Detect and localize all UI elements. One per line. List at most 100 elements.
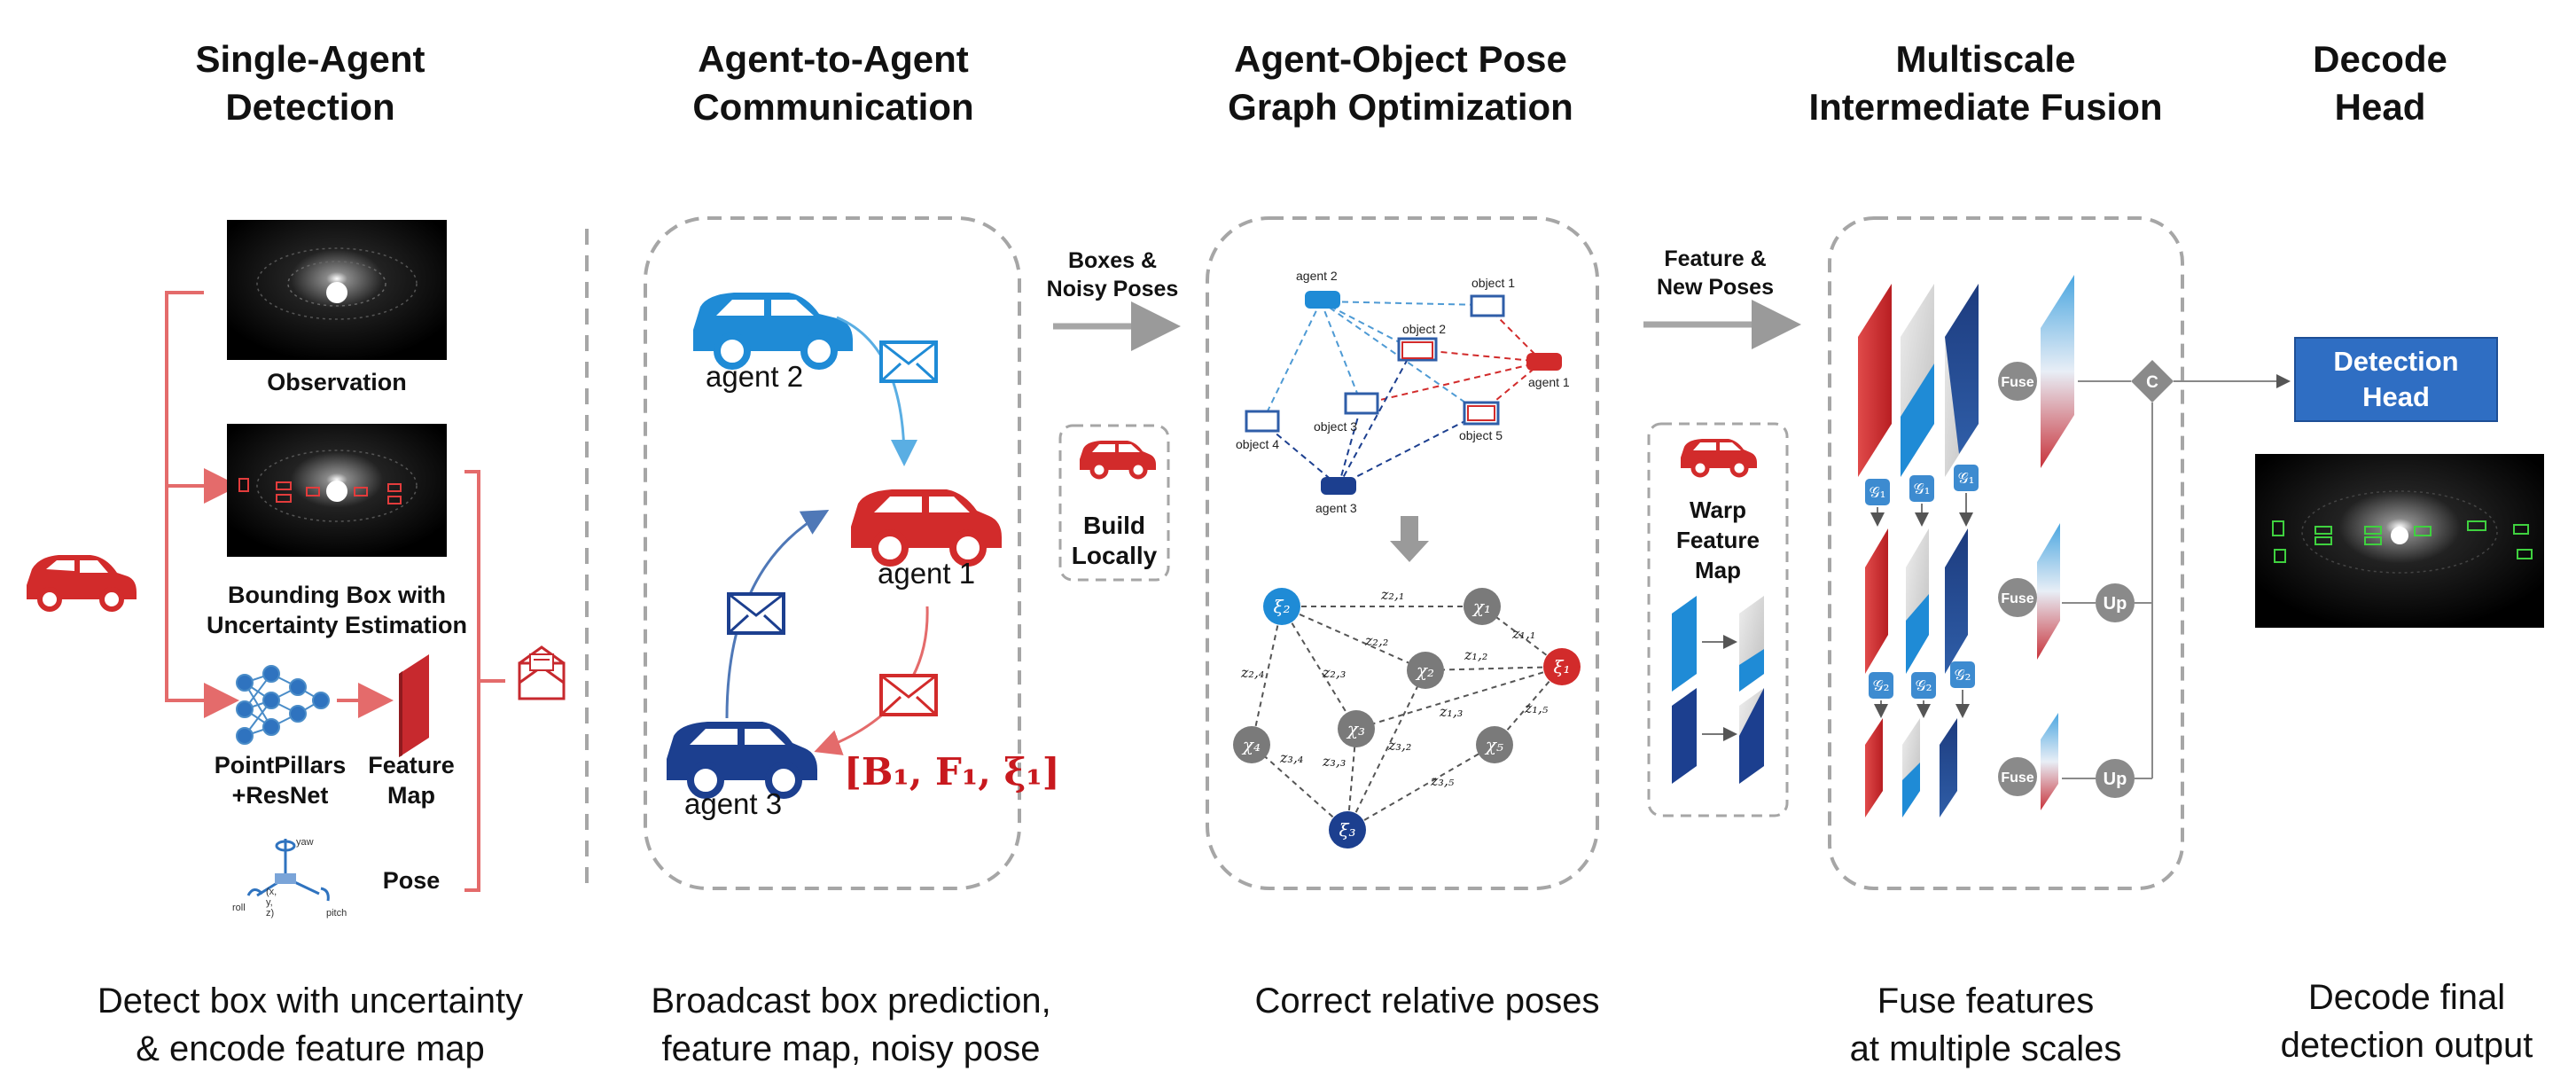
title-line: Agent-Object Pose [1234, 38, 1567, 80]
title-line: Detection [225, 86, 395, 128]
caption-single-agent: Detect box with uncertainty & encode fea… [53, 977, 567, 1073]
factor-node-labels: ξ₂ χ₁ ξ₁ χ₂ χ₃ χ₄ χ₅ ξ₃ [1241, 596, 1571, 841]
title-line: Single-Agent [195, 38, 425, 80]
node-label: χ₂ [1415, 660, 1434, 681]
caption-line: Correct relative poses [1254, 981, 1600, 1021]
g-label: 𝒢₂ [1955, 667, 1971, 684]
stage-title-single-agent: Single-Agent Detection [168, 35, 452, 131]
scene-objects [1245, 291, 1562, 495]
fusion-level-2 [1865, 523, 2060, 674]
caption-line: feature map, noisy pose [661, 1029, 1041, 1068]
message-envelope-icon [879, 340, 938, 383]
title-line: Intermediate Fusion [1808, 86, 2163, 128]
detection-head-box: Detection Head [2294, 337, 2498, 422]
scene-label: object 4 [1236, 437, 1279, 451]
warp-text: Warp [1689, 497, 1747, 523]
bounding-box-lidar-image [227, 424, 447, 557]
build-locally-label: Build Locally [1062, 511, 1167, 571]
detection-head-text: Head [2362, 381, 2430, 412]
boxes-noisy-label: Boxes & Noisy Poses [1037, 246, 1188, 303]
agent1-label: agent 1 [878, 557, 976, 590]
observation-label: Observation [204, 367, 470, 397]
edge-label: z₃,₃ [1322, 753, 1346, 770]
fusion-level-3 [1865, 713, 2058, 817]
edge-label: z₂,₃ [1322, 664, 1346, 681]
warp-slabs-icon [1672, 596, 1764, 784]
edge-label: z₁,₂ [1464, 646, 1487, 663]
message-tuple: [B₁, F₁, ξ₁] [844, 750, 1060, 794]
fuse-label: Fuse [2001, 770, 2033, 786]
pose-graph-panel [1206, 216, 1599, 890]
network-label: PointPillars +ResNet [200, 750, 360, 810]
caption-line: at multiple scales [1849, 1029, 2122, 1068]
node-label: χ₄ [1241, 734, 1261, 755]
build-car-icon [1080, 441, 1156, 480]
fuse-labels: Fuse Fuse Fuse Up Up C [2001, 373, 2158, 789]
build-text: Build [1083, 512, 1145, 539]
edge-label: z₂,₁ [1380, 586, 1404, 603]
detection-head-text: Detection [2333, 346, 2459, 377]
caption-line: & encode feature map [136, 1029, 485, 1068]
envelope-open-icon [518, 645, 566, 700]
up-label: Up [2104, 594, 2127, 614]
caption-line: Decode final [2307, 978, 2506, 1017]
pose-axis-label: (x, y, z) [266, 887, 277, 919]
node-label: χ₃ [1346, 718, 1365, 739]
title-line: Graph Optimization [1228, 86, 1573, 128]
ego-car-icon [27, 555, 137, 612]
stage-title-pose-graph: Agent-Object Pose Graph Optimization [1206, 35, 1596, 131]
edge-label: z₁,₃ [1439, 703, 1463, 720]
title-line: Multiscale [1895, 38, 2076, 80]
scene-label: agent 1 [1528, 375, 1570, 389]
fusion-panel [1828, 216, 2184, 890]
warp-label: Warp Feature Map [1651, 495, 1785, 585]
edge-label: z₃,₅ [1430, 772, 1455, 789]
observation-text: Observation [267, 369, 407, 395]
warp-text: Feature [1676, 527, 1760, 553]
g-label: 𝒢₂ [1873, 677, 1890, 695]
edge-label: z₃,₄ [1279, 749, 1303, 766]
warp-car-icon [1681, 439, 1757, 478]
scene-label: object 5 [1459, 428, 1503, 442]
edge-label: z₂,₄ [1240, 664, 1264, 681]
pose-axis-label: pitch [326, 908, 347, 919]
bbox-text: Uncertainty Estimation [206, 612, 468, 638]
feature-map-slab-icon [399, 654, 429, 757]
edge-label: z₁,₅ [1524, 700, 1549, 716]
communication-panel [644, 216, 1021, 890]
title-line: Agent-to-Agent [698, 38, 969, 80]
factor-graph-edges [1251, 606, 1563, 831]
g-label: 𝒢₂ [1916, 677, 1932, 695]
caption-line: Fuse features [1877, 981, 2095, 1021]
agent2-label: agent 2 [706, 360, 804, 393]
scene-label: object 1 [1471, 276, 1515, 290]
g-badges [1865, 465, 1979, 718]
title-line: Head [2334, 86, 2426, 128]
node-label: ξ₃ [1339, 819, 1355, 841]
up-label: Up [2104, 770, 2127, 789]
g-label: 𝒢₁ [1958, 470, 1975, 488]
edge-label: z₁,₁ [1511, 625, 1535, 642]
caption-line: Detect box with uncertainty [97, 981, 524, 1021]
pose-axis-label: yaw [296, 837, 314, 848]
pose-axis-label: roll [232, 903, 246, 913]
agent3-label: agent 3 [684, 787, 783, 820]
warp-text: Map [1695, 557, 1741, 583]
g-badge-labels: 𝒢₁ 𝒢₁ 𝒢₁ 𝒢₂ 𝒢₂ 𝒢₂ [1870, 470, 1975, 695]
pose-text: Pose [382, 867, 441, 894]
message-envelope-icon [727, 592, 785, 635]
detection-output-image [2255, 454, 2544, 628]
arrow-text: Noisy Poses [1046, 277, 1179, 301]
feature-map-label: Feature Map [358, 750, 464, 810]
build-text: Locally [1071, 542, 1158, 569]
observation-lidar-image [227, 220, 447, 360]
concat-label: C [2146, 373, 2158, 392]
arrow-text: Boxes & [1067, 248, 1158, 273]
fusion-connectors [2062, 374, 2291, 779]
scene-label: agent 3 [1315, 501, 1357, 515]
g-label: 𝒢₁ [1870, 484, 1886, 502]
feature-map-text: Map [387, 782, 435, 809]
down-arrow-icon [1390, 516, 1429, 562]
warp-box [1647, 422, 1789, 817]
